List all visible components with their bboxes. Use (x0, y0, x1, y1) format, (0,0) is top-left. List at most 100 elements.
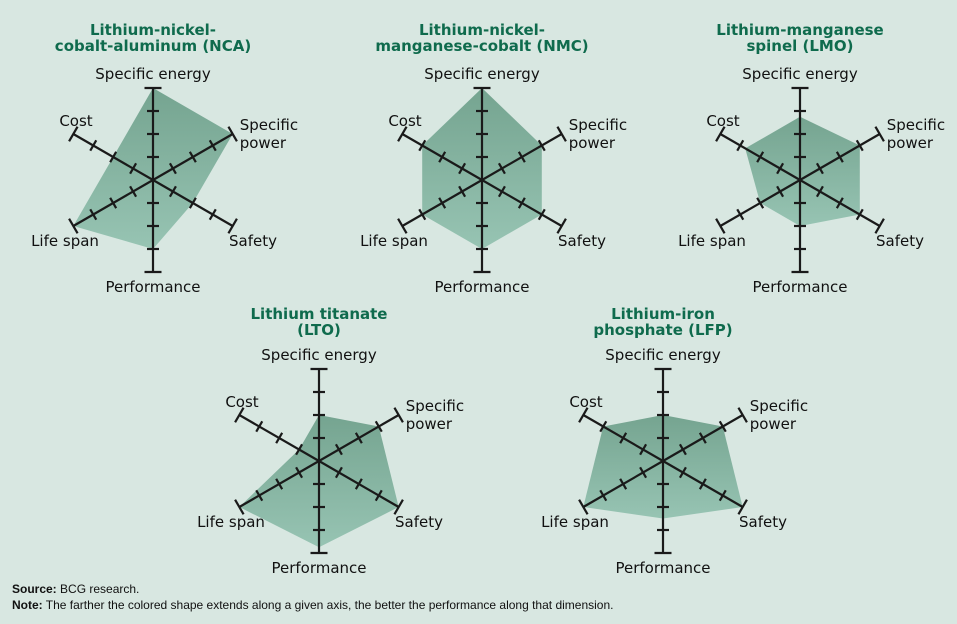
axis-endcap-specific-power (556, 126, 567, 142)
axis-tick-specific-power (855, 139, 864, 152)
axis-tick-specific-power (718, 420, 727, 433)
axis-tick-safety (208, 208, 217, 221)
axis-label-cost: Cost (59, 112, 92, 130)
axis-label-safety: Safety (739, 513, 787, 531)
axis-tick-specific-power (168, 162, 177, 175)
chart-title-line2: manganese-cobalt (NMC) (375, 37, 589, 55)
axis-tick-life-span (619, 478, 628, 490)
radar-chart-lmo: Lithium-manganese spinel (LMO) Specific … (640, 22, 957, 296)
axis-label-specific-energy: Specific energy (424, 65, 540, 83)
axis-tick-life-span (599, 489, 608, 502)
axis-tick-specific-power (678, 443, 687, 456)
chart-title-line1: Lithium-nickel- (89, 21, 217, 39)
axis-tick-cost (619, 432, 628, 444)
axis-endcap-cost (715, 126, 726, 142)
axis-endcap-specific-power (737, 407, 748, 423)
axis-tick-cost (736, 139, 745, 152)
axis-label-performance: Performance (105, 278, 200, 296)
axis-tick-specific-power (698, 432, 707, 444)
axis-tick-life-span (776, 185, 785, 198)
axis-tick-life-span (736, 208, 745, 221)
axis-tick-safety (698, 478, 707, 490)
axis-tick-cost (295, 443, 304, 456)
axis-tick-life-span (255, 489, 264, 502)
axis-label-cost: Cost (706, 112, 739, 130)
axis-label-safety: Safety (229, 232, 277, 250)
chart-title-line1: Lithium titanate (250, 305, 388, 323)
axis-tick-life-span (275, 478, 284, 490)
chart-title-line2: spinel (LMO) (746, 37, 854, 55)
axis-endcap-specific-power (393, 407, 404, 423)
axis-tick-cost (599, 420, 608, 433)
axis-label-cost: Cost (569, 393, 602, 411)
axis-endcap-safety (393, 499, 404, 515)
source-label: Source: (12, 582, 57, 596)
axis-endcap-specific-power (874, 126, 885, 142)
axis-tick-life-span (295, 466, 304, 479)
axis-endcap-cost (68, 126, 79, 142)
axis-label-life-span: Life span (678, 232, 746, 250)
axis-endcap-safety (737, 499, 748, 515)
radar-chart-nmc: Lithium-nickel- manganese-cobalt (NMC) S… (322, 22, 642, 296)
axis-endcap-life-span (68, 218, 79, 234)
axis-tick-specific-power (208, 139, 217, 152)
axis-tick-cost (639, 443, 648, 456)
axis-label-performance: Performance (271, 559, 366, 577)
axis-tick-safety (678, 466, 687, 479)
axis-tick-specific-power (354, 432, 363, 444)
axis-tick-safety (718, 489, 727, 502)
axis-label-performance: Performance (615, 559, 710, 577)
axis-endcap-safety (227, 218, 238, 234)
axis-label-safety: Safety (395, 513, 443, 531)
axis-tick-specific-power (374, 420, 383, 433)
axis-tick-cost (418, 139, 427, 152)
axis-endcap-safety (556, 218, 567, 234)
axis-tick-cost (109, 151, 118, 163)
axis-tick-safety (354, 478, 363, 490)
axis-tick-cost (89, 139, 98, 152)
axis-tick-safety (815, 185, 824, 198)
axis-label-performance: Performance (752, 278, 847, 296)
axis-endcap-cost (397, 126, 408, 142)
axis-tick-life-span (458, 185, 467, 198)
axis-tick-safety (374, 489, 383, 502)
axis-label-life-span: Life span (541, 513, 609, 531)
axis-tick-safety (334, 466, 343, 479)
axis-label-life-span: Life span (31, 232, 99, 250)
axis-tick-cost (438, 151, 447, 163)
axis-endcap-life-span (397, 218, 408, 234)
axis-label-performance: Performance (434, 278, 529, 296)
axis-tick-safety (497, 185, 506, 198)
axis-tick-cost (458, 162, 467, 175)
source-text: BCG research. (56, 582, 140, 596)
axis-tick-safety (188, 197, 197, 209)
axis-tick-safety (835, 197, 844, 209)
radar-chart-lfp: Lithium-iron phosphate (LFP) Specific en… (503, 306, 823, 577)
axis-label-safety: Safety (876, 232, 924, 250)
axis-tick-specific-power (537, 139, 546, 152)
axis-tick-safety (517, 197, 526, 209)
chart-title-line2: phosphate (LFP) (593, 321, 733, 339)
axis-endcap-cost (578, 407, 589, 423)
axis-tick-specific-power (188, 151, 197, 163)
axis-endcap-cost (234, 407, 245, 423)
axis-tick-specific-power (497, 162, 506, 175)
chart-title-line2: cobalt-aluminum (NCA) (54, 37, 252, 55)
axis-tick-safety (537, 208, 546, 221)
axis-tick-specific-power (835, 151, 844, 163)
axis-tick-life-span (756, 197, 765, 209)
note-line: Note: The farther the colored shape exte… (12, 597, 613, 613)
axis-tick-cost (275, 432, 284, 444)
axis-tick-life-span (639, 466, 648, 479)
